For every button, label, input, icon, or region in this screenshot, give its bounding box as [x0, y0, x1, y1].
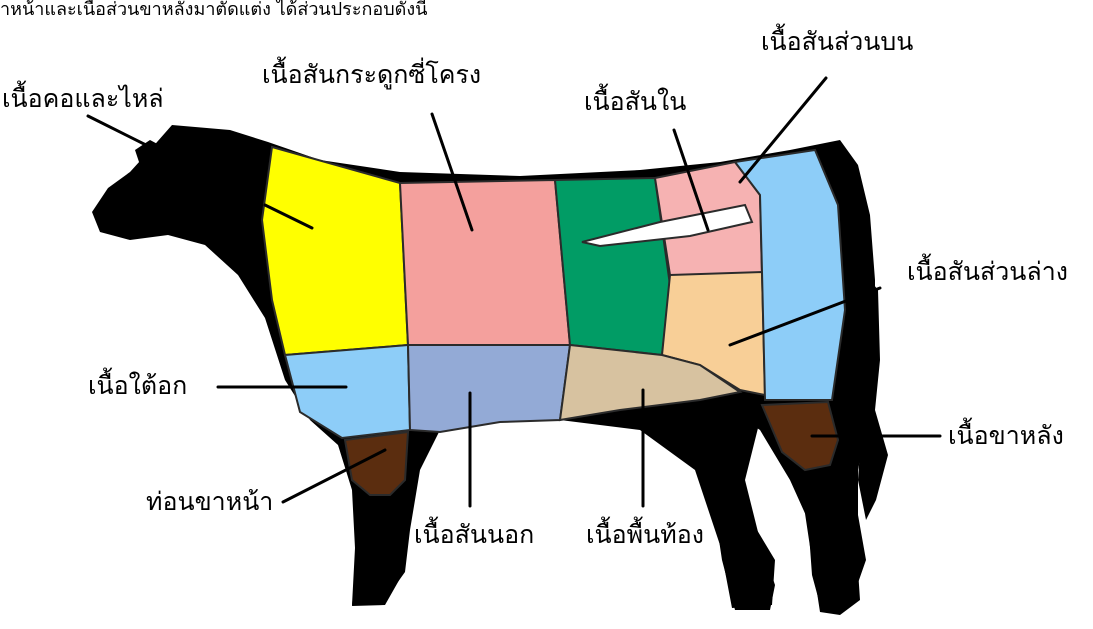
- cut-brisket: [285, 345, 410, 438]
- label-neck-shoulder: เนื้อคอและไหล่: [2, 80, 164, 113]
- leader-neck-shoulder: [88, 116, 152, 148]
- label-rib: เนื้อสันกระดูกซี่โครง: [262, 56, 481, 90]
- cow-tail: [858, 270, 888, 520]
- label-tenderloin: เนื้อสันใน: [584, 83, 686, 116]
- label-flank: เนื้อพื้นท้อง: [586, 516, 704, 549]
- diagram-caption: าหน้าและเนื้อส่วนขาหลังมาตัดแต่ง ได้ส่วน…: [0, 0, 428, 20]
- label-hind-shank: เนื้อขาหลัง: [948, 417, 1064, 450]
- label-top-sirloin: เนื้อสันส่วนบน: [761, 23, 913, 56]
- cut-neck-shoulder: [262, 147, 408, 355]
- cut-loin: [555, 178, 670, 355]
- label-fore-shank: ท่อนขาหน้า: [146, 487, 273, 516]
- cut-rib: [400, 180, 570, 345]
- cut-regions: [262, 147, 845, 495]
- label-brisket: เนื้อใต้อก: [88, 367, 187, 400]
- label-outside-loin: เนื้อสันนอก: [414, 516, 534, 549]
- cut-outside-loin: [408, 345, 570, 432]
- label-bottom-sirloin: เนื้อสันส่วนล่าง: [907, 253, 1068, 286]
